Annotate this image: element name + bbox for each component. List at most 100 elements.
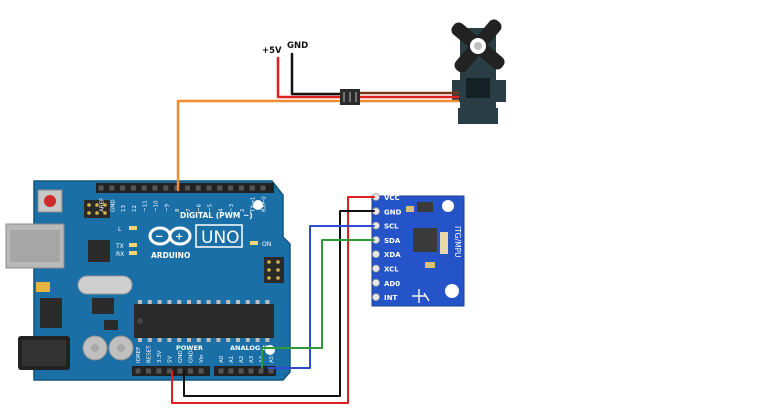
chip-leg [206, 300, 211, 304]
digital-pin-hole [249, 185, 255, 191]
digital-pin-hole [163, 185, 169, 191]
digital-pin-hole [120, 185, 126, 191]
led-rx [129, 251, 137, 255]
digital-pin-label: 8 [175, 208, 181, 212]
chip-leg [245, 300, 250, 304]
power-pin-holes [135, 368, 204, 374]
led-tx-label: TX [115, 243, 124, 250]
analog-pin-hole [238, 368, 244, 374]
analog-pin-holes [218, 368, 274, 374]
arduino-logo: − + [148, 226, 192, 246]
right-icsp-pins [267, 260, 280, 280]
digital-pin-label: AREF [100, 198, 106, 212]
chip-leg [187, 300, 191, 304]
power-pin-label: GND [189, 350, 195, 363]
wire-mpu-sda [261, 239, 375, 369]
chip-leg [147, 300, 152, 304]
digital-pin-hole [141, 185, 147, 191]
atmega-chip [134, 304, 274, 338]
power-pin-label: Vin [199, 354, 205, 363]
wire-gnd-supply [290, 52, 342, 96]
chip-leg [167, 300, 172, 304]
reset-button-cap [44, 195, 56, 207]
digital-pin-hole [98, 185, 104, 191]
power-pin-hole [135, 368, 141, 374]
digital-pin-hole [130, 185, 136, 191]
mpu-component [406, 206, 414, 212]
right-icsp-header [264, 257, 284, 283]
digital-pin-label: ~6 [197, 203, 203, 212]
capacitor-left-top [91, 344, 99, 352]
usb-connector-inner [10, 230, 60, 262]
chip-leg [216, 300, 221, 304]
icsp-header-top [84, 200, 110, 218]
chip-leg [196, 338, 201, 342]
analog-pin-label: A0 [219, 355, 225, 363]
power-pin-label: 5V [168, 356, 174, 363]
digital-pin-label: ~3 [229, 203, 235, 212]
capacitor-right-top [117, 344, 125, 352]
chip-leg [236, 338, 240, 342]
led-tx [129, 243, 137, 247]
digital-pin-label: GND [110, 199, 116, 212]
digital-pin-hole [184, 185, 190, 191]
supply-5v-label: +5V [262, 46, 282, 56]
servo-label-plate [466, 78, 490, 98]
small-chip-2 [104, 320, 118, 330]
mpu-pin-pad [372, 278, 380, 287]
digital-pin-hole [206, 185, 212, 191]
digital-pin-holes [98, 185, 266, 191]
analog-pin-label: A1 [229, 356, 235, 363]
mpu-pin-label: AD0 [384, 280, 400, 288]
mpu-pin-label: INT [384, 294, 397, 302]
chip-leg [157, 338, 162, 342]
mpu-pin-pads [372, 193, 380, 302]
power-header-label: POWER [176, 344, 203, 352]
power-pin-hole [177, 368, 183, 374]
mpu-mount-hole [442, 200, 454, 212]
servo-connector-contacts [343, 92, 357, 102]
mpu-pin-label: VCC [384, 194, 400, 202]
power-jack-inner [22, 340, 66, 366]
mpu-pin-label: XDA [384, 251, 401, 259]
chip-leg [206, 338, 211, 342]
servo-hub-inner [474, 42, 482, 50]
mpu-chip [413, 228, 437, 252]
digital-pin-hole [228, 185, 234, 191]
digital-pin-hole [152, 185, 158, 191]
small-chip [92, 298, 114, 314]
chip-leg [138, 338, 142, 342]
power-pin-hole [167, 368, 172, 374]
led-on-label: ON [262, 241, 271, 248]
mpu-pin-label: SCL [384, 223, 399, 231]
chip-leg [226, 338, 231, 342]
digital-pin-hole [238, 185, 244, 191]
chip-leg [236, 300, 240, 304]
power-pin-hole [188, 368, 193, 374]
chip-leg [167, 338, 172, 342]
wire-mpu-gnd [183, 210, 375, 397]
chip-leg [255, 338, 260, 342]
led-rx-label: RX [116, 251, 124, 258]
voltage-regulator [40, 298, 62, 328]
chip-leg [265, 338, 270, 342]
power-pin-label: GND [178, 350, 184, 363]
wire-servo-signal-pin9 [176, 99, 342, 192]
digital-pin-label: 7 [186, 208, 192, 212]
chip-leg [177, 300, 182, 304]
mpu-pin-pad [372, 250, 380, 259]
wire-5v-supply [276, 56, 342, 99]
supply-gnd-label: GND [287, 41, 308, 51]
crystal-oscillator [77, 275, 133, 295]
digital-pin-label: ~5 [208, 203, 214, 212]
chip-leg [265, 300, 270, 304]
uno-model-label: UNO [201, 228, 240, 248]
digital-pin-label: 12 [132, 205, 138, 212]
digital-pin-label: RX←0 [262, 196, 268, 212]
power-pin-label: IOREF [136, 347, 142, 363]
digital-header-label: DIGITAL (PWM ~) [180, 211, 253, 220]
mpu-model-label: ITG/MPU [453, 226, 462, 258]
chip-leg [245, 338, 250, 342]
